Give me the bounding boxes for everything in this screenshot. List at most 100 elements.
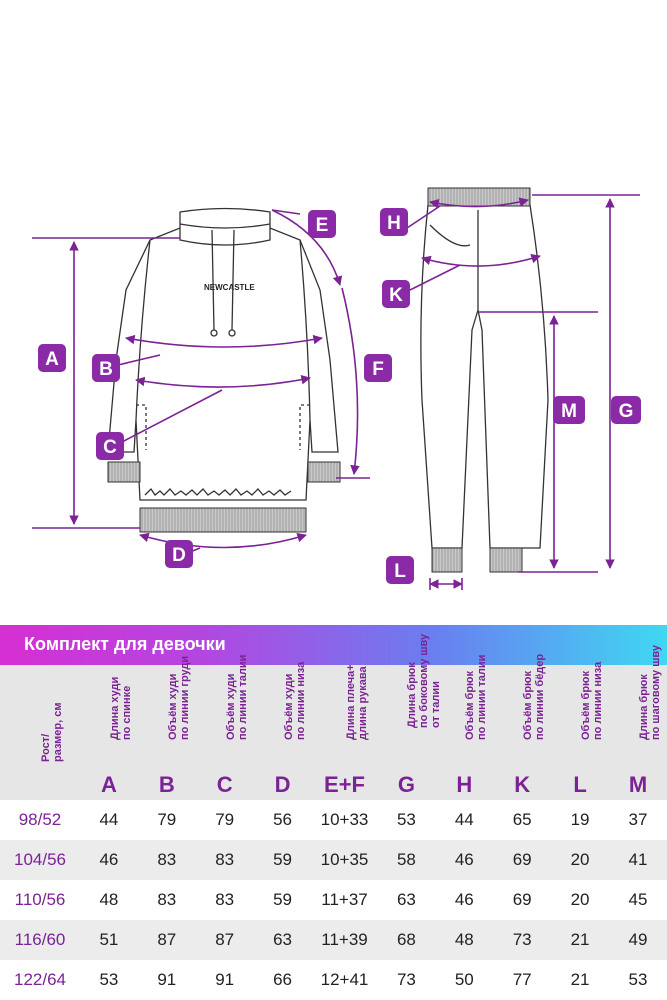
header-letter: C [216, 772, 233, 797]
value-cell: 53 [396, 810, 416, 829]
header-letter: M [628, 772, 648, 797]
value-cell: 56 [273, 810, 293, 829]
value-cell: 87 [157, 930, 177, 949]
value-cell: 12+41 [320, 970, 369, 989]
value-cell: 19 [570, 810, 590, 829]
svg-text:H: H [387, 213, 401, 234]
header-letter: K [514, 772, 531, 797]
banner-title: Комплект для девочки [24, 634, 226, 654]
value-cell: 83 [157, 890, 177, 909]
value-cell: 77 [512, 970, 532, 989]
value-cell: 53 [628, 970, 648, 989]
value-cell: 59 [273, 850, 293, 869]
measurement-lines [32, 194, 640, 590]
header-letter: D [274, 772, 291, 797]
header-size-label: Рост/ размер, см [40, 702, 64, 762]
value-cell: 68 [396, 930, 416, 949]
hoodie-drawing [107, 207, 339, 501]
svg-text:F: F [372, 359, 384, 380]
header-description: Длина плеча+ длина рукава [344, 664, 369, 740]
svg-text:E: E [316, 215, 329, 236]
svg-text:L: L [394, 561, 406, 582]
header-description: Объём брюк по линии бёдер [522, 653, 547, 740]
svg-text:G: G [619, 401, 634, 422]
label-C: C [96, 432, 124, 460]
value-cell: 48 [454, 930, 474, 949]
pants-drawing [420, 204, 549, 549]
size-cell: 98/52 [18, 810, 62, 829]
value-cell: 87 [215, 930, 235, 949]
size-cell: 104/56 [14, 850, 66, 869]
header-letter: B [158, 772, 175, 797]
size-cell: 116/60 [14, 930, 66, 949]
measurement-diagram: NEWCASTLE [32, 187, 641, 590]
value-cell: 21 [570, 970, 590, 989]
label-K: K [382, 280, 410, 308]
value-cell: 37 [628, 810, 648, 829]
header-size: Рост/ размер, см [0, 665, 80, 800]
label-B: B [92, 354, 120, 382]
value-cell: 65 [512, 810, 532, 829]
label-M: M [553, 396, 585, 424]
value-cell: 59 [273, 890, 293, 909]
value-cell: 11+37 [321, 890, 368, 909]
size-cell: 122/64 [14, 970, 66, 989]
header-letter: L [573, 772, 587, 797]
title-banner: Комплект для девочки [0, 625, 667, 665]
value-cell: 46 [454, 850, 474, 869]
label-F: F [364, 354, 392, 382]
size-cell: 110/56 [14, 890, 66, 909]
value-cell: 73 [396, 970, 416, 989]
value-cell: 83 [157, 850, 177, 869]
value-cell: 50 [454, 970, 474, 989]
header-letter: E+F [324, 772, 365, 797]
value-cell: 91 [157, 970, 177, 989]
value-cell: 63 [396, 890, 416, 909]
label-D: D [165, 540, 193, 568]
value-cell: 73 [512, 930, 532, 949]
value-cell: 48 [99, 890, 119, 909]
value-cell: 20 [570, 850, 590, 869]
hoodie-cuff-left [107, 461, 141, 483]
svg-text:D: D [172, 545, 186, 566]
header-description: Объём худи по линии талии [224, 654, 249, 740]
value-cell: 83 [215, 890, 235, 909]
hoodie-logo: NEWCASTLE [204, 283, 255, 292]
header-description: Объём худи по линии груди [166, 655, 191, 740]
header-letter: H [456, 772, 473, 797]
pants-cuff-right [489, 547, 523, 573]
value-cell: 79 [215, 810, 235, 829]
label-A: A [38, 344, 66, 372]
value-cell: 51 [99, 930, 119, 949]
value-cell: 63 [273, 930, 293, 949]
value-cell: 79 [157, 810, 177, 829]
value-cell: 49 [628, 930, 648, 949]
header-description: Объём брюк по линии талии [464, 654, 489, 740]
label-E: E [308, 210, 336, 238]
value-cell: 11+39 [321, 930, 368, 949]
header-description: Длина брюк по шаговому шву [638, 645, 662, 740]
value-cell: 45 [628, 890, 648, 909]
value-cell: 10+35 [320, 850, 369, 869]
header-letter: A [100, 772, 117, 797]
label-H: H [380, 208, 408, 236]
value-cell: 91 [215, 970, 235, 989]
label-L: L [386, 556, 414, 584]
pants-cuff-left [431, 547, 463, 573]
